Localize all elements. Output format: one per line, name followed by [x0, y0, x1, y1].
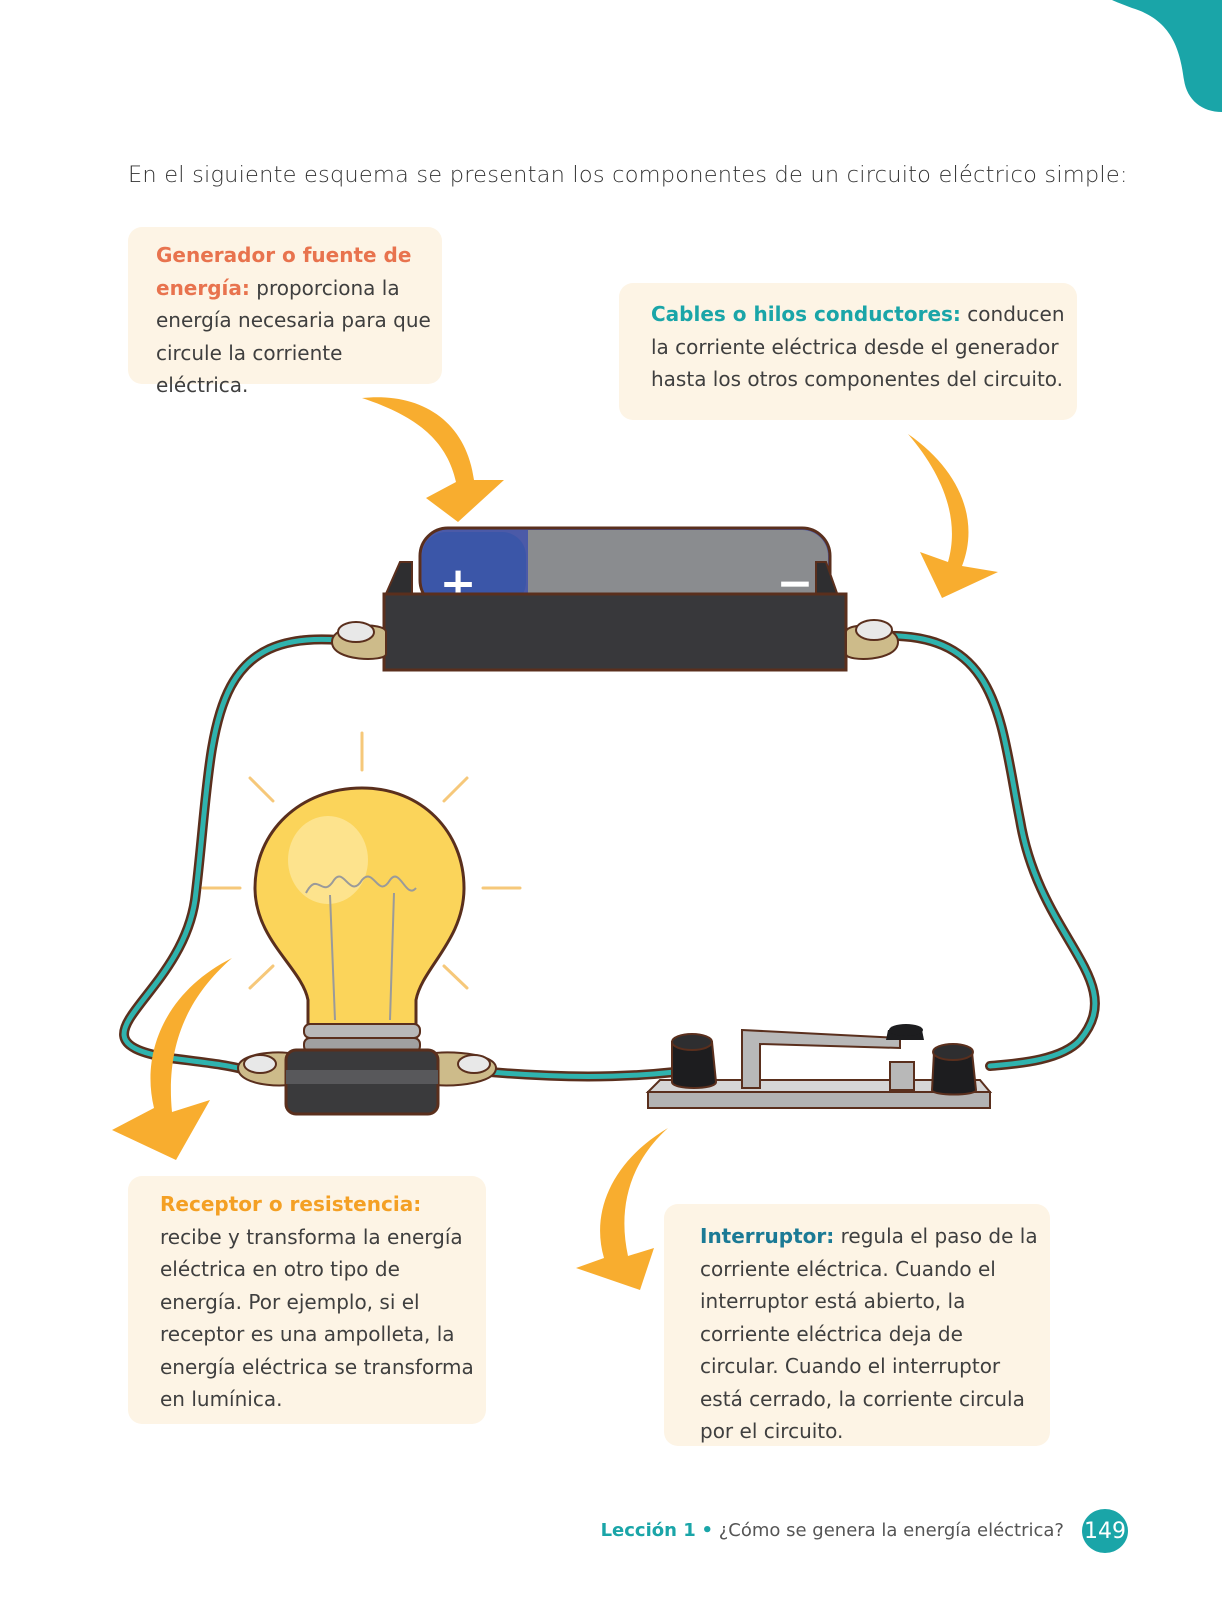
intro-text: En el siguiente esquema se presentan los… [128, 162, 1128, 188]
receptor-term: Receptor o resistencia: [160, 1192, 422, 1216]
battery: + − [330, 526, 900, 672]
wire-left [119, 634, 343, 1075]
cables-term: Cables o hilos conductores: [651, 302, 961, 326]
wire-right [873, 630, 1100, 1071]
arrow-to-switch [576, 1128, 668, 1290]
generator-box: Generador o fuente de energía: proporcio… [128, 227, 442, 397]
page-number: 149 [1082, 1509, 1128, 1553]
light-bulb [201, 731, 522, 1116]
footer-title: ¿Cómo se genera la energía eléctrica? [718, 1520, 1064, 1541]
receptor-box: Receptor o resistencia: recibe y transfo… [128, 1176, 486, 1424]
footer: Lección 1 • ¿Cómo se genera la energía e… [601, 1520, 1064, 1541]
arrow-to-battery [362, 397, 504, 522]
corner-decoration [1112, 0, 1222, 112]
switch-term: Interruptor: [700, 1224, 835, 1248]
footer-separator: • [701, 1520, 713, 1541]
cables-text: conducen la corriente eléctrica desde el… [651, 302, 1065, 391]
switch-text: regula el paso de la corriente eléctrica… [700, 1224, 1038, 1443]
arrow-to-wire [908, 434, 998, 598]
footer-lesson: Lección 1 [600, 1520, 696, 1541]
generator-text: proporciona la energía necesaria para qu… [156, 275, 431, 398]
wire-bottom [485, 1067, 680, 1082]
cables-box: Cables o hilos conductores: conducen la … [619, 283, 1077, 420]
switch [645, 1024, 993, 1109]
switch-box: Interruptor: regula el paso de la corrie… [664, 1204, 1050, 1446]
generator-term: Generador o fuente de energía: [156, 243, 412, 300]
arrow-to-bulb [112, 958, 232, 1160]
receptor-text: recibe y transforma la energía eléctrica… [160, 1224, 474, 1412]
